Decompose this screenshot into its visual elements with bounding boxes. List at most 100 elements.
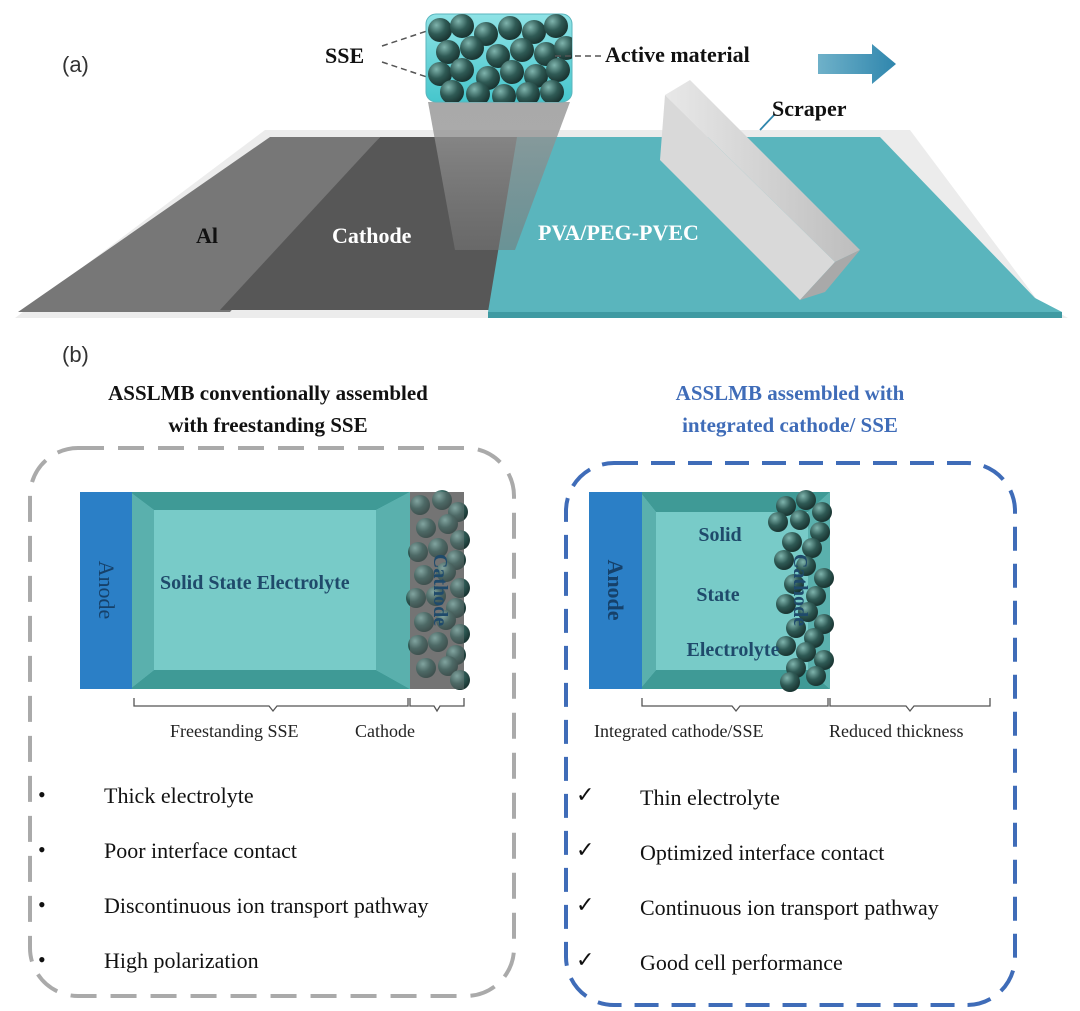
- particle-sphere: [450, 670, 470, 690]
- particle-sphere: [410, 495, 430, 515]
- scraper-front-face: [660, 95, 835, 300]
- right-title-line2: integrated cathode/ SSE: [682, 413, 898, 437]
- brace-left-cathode: [409, 698, 465, 713]
- left-bullet-marker-2: •: [38, 837, 46, 862]
- particle-sphere: [416, 658, 436, 678]
- left-electrolyte-top-bevel: [130, 492, 410, 510]
- particle-sphere: [524, 64, 548, 88]
- left-bullet-1: Thick electrolyte: [104, 783, 254, 808]
- particle-sphere: [426, 586, 446, 606]
- right-cathode-label: Cathode: [789, 553, 811, 627]
- right-dashed-frame: [564, 461, 1017, 1007]
- right-electrolyte-line3: Electrolyte: [686, 639, 780, 661]
- brace-integrated: [641, 698, 829, 713]
- sse-label: SSE: [325, 43, 365, 68]
- left-cathode-label: Cathode: [429, 553, 451, 627]
- right-anode-block: [589, 492, 642, 689]
- left-title-line1: ASSLMB conventionally assembled: [108, 381, 428, 405]
- particle-sphere: [802, 538, 822, 558]
- scraper-label: Scraper: [772, 96, 847, 121]
- active-material-inset: [425, 13, 573, 103]
- brace-reduced-thickness: [829, 698, 991, 713]
- particle-sphere: [436, 40, 460, 64]
- left-cathode-overlay: [410, 492, 464, 689]
- particle-sphere: [784, 574, 804, 594]
- left-bullet-marker-1: •: [38, 782, 46, 807]
- left-cell-diagram: [80, 490, 470, 690]
- particle-sphere: [774, 550, 794, 570]
- left-bullet-3: Discontinuous ion transport pathway: [104, 893, 429, 918]
- particle-sphere: [408, 542, 428, 562]
- check-icon: ✓: [576, 837, 595, 862]
- particle-sphere: [814, 650, 834, 670]
- particle-sphere: [414, 612, 434, 632]
- left-electrolyte-left-bevel: [130, 492, 154, 689]
- particle-sphere: [544, 14, 568, 38]
- left-braces: [133, 698, 465, 713]
- particle-sphere: [436, 562, 456, 582]
- particle-sphere: [450, 624, 470, 644]
- pva-label: PVA/PEG-PVEC: [538, 220, 699, 245]
- panel-a-label: (a): [62, 52, 89, 77]
- particle-sphere: [406, 588, 426, 608]
- particle-sphere: [798, 602, 818, 622]
- particle-sphere: [546, 58, 570, 82]
- right-anode-label: Anode: [603, 559, 628, 621]
- particle-sphere: [438, 514, 458, 534]
- particle-sphere: [466, 82, 490, 102]
- particle-sphere: [450, 530, 470, 550]
- particle-sphere: [810, 522, 830, 542]
- left-electrolyte-label: Solid State Electrolyte: [160, 572, 350, 594]
- brace-reduced-label: Reduced thickness: [829, 721, 964, 741]
- left-title-line2: with freestanding SSE: [168, 413, 368, 437]
- particle-sphere: [796, 490, 816, 510]
- particle-sphere: [428, 538, 448, 558]
- right-bullet-4: Good cell performance: [640, 950, 843, 975]
- right-bullet-1: Thin electrolyte: [640, 785, 780, 810]
- particle-sphere: [428, 632, 448, 652]
- right-cathode-spheres: [768, 490, 834, 692]
- particle-sphere: [428, 62, 452, 86]
- particle-sphere: [814, 568, 834, 588]
- particle-sphere: [790, 510, 810, 530]
- particle-sphere: [796, 642, 816, 662]
- particle-sphere: [428, 18, 452, 42]
- al-label: Al: [196, 223, 218, 248]
- particle-sphere: [460, 36, 484, 60]
- right-electrolyte-line1: Solid: [698, 524, 742, 546]
- sse-pointer-lower: [381, 61, 431, 79]
- left-bullet-4: High polarization: [104, 948, 259, 973]
- particle-sphere: [432, 490, 452, 510]
- callout-lines: [381, 29, 602, 79]
- coating-platform: [15, 102, 1068, 318]
- particle-sphere: [450, 578, 470, 598]
- check-icon: ✓: [576, 947, 595, 972]
- cathode-label: Cathode: [332, 223, 412, 248]
- left-dashed-frame: [28, 446, 516, 998]
- right-electrolyte-left-bevel: [640, 492, 656, 689]
- particle-sphere: [414, 565, 434, 585]
- particle-sphere: [516, 82, 540, 102]
- particle-sphere: [776, 496, 796, 516]
- right-braces: [641, 698, 991, 713]
- particle-sphere: [782, 532, 802, 552]
- scraper-side-face: [800, 250, 860, 300]
- check-icon: ✓: [576, 782, 595, 807]
- left-cathode-spheres: [406, 490, 470, 690]
- particle-sphere: [450, 58, 474, 82]
- particle-sphere: [450, 14, 474, 38]
- particle-sphere: [522, 20, 546, 44]
- scraper-blade: [660, 80, 860, 300]
- brace-integrated-label: Integrated cathode/SSE: [594, 721, 764, 741]
- particle-sphere: [776, 636, 796, 656]
- direction-arrow-icon: [818, 44, 896, 84]
- particle-sphere: [776, 594, 796, 614]
- particle-sphere: [796, 556, 816, 576]
- particle-sphere: [498, 16, 522, 40]
- particle-sphere: [814, 614, 834, 634]
- left-electrolyte-block: [130, 492, 410, 689]
- particle-sphere: [540, 80, 564, 102]
- right-bullet-3: Continuous ion transport pathway: [640, 895, 939, 920]
- particle-sphere: [786, 618, 806, 638]
